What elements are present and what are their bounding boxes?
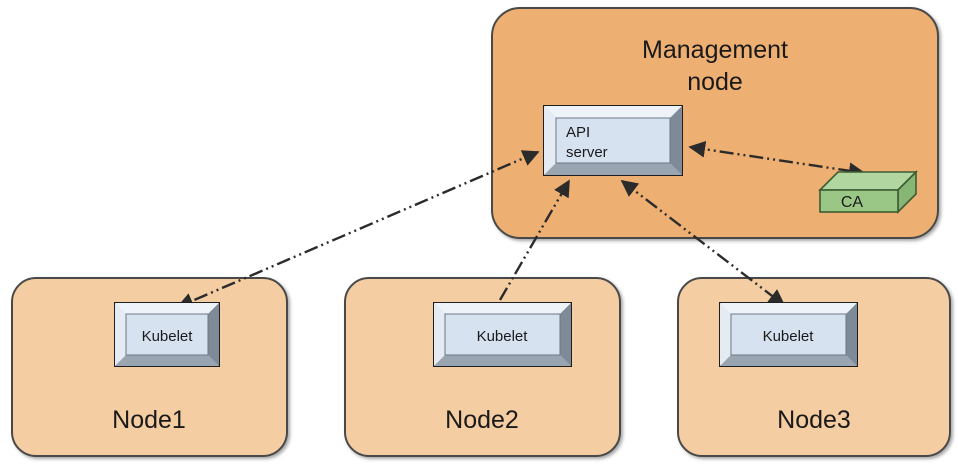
management-node-label-line1: Management	[642, 36, 788, 64]
ca-front-face	[819, 189, 899, 213]
kubelet-node3-bevel-bottom	[720, 355, 857, 366]
kubelet-node2-bevel-left	[434, 303, 445, 366]
kubelet-node3-face	[730, 313, 847, 356]
node1-label: Node1	[112, 406, 186, 434]
kubelet-node2-bevel-bottom	[434, 355, 571, 366]
ca-label: CA	[841, 194, 864, 211]
kubelet-node2-bevel-top	[434, 303, 571, 314]
kubelet-node1-label: Kubelet	[142, 328, 194, 345]
node2-label: Node2	[445, 406, 519, 434]
management-node-label-line2: node	[687, 68, 743, 96]
kubelet-node1-face	[125, 313, 209, 356]
kubelet-node1-bevel-left	[115, 303, 126, 366]
connection-api-to-kubelet-node1[interactable]	[176, 150, 540, 309]
kubelet-node2-label: Kubelet	[477, 328, 529, 345]
node3-label: Node3	[777, 406, 851, 434]
api-server-bevel-right	[670, 106, 682, 175]
api-server-label-line1: API	[566, 124, 590, 141]
kubelet-node3-bevel-top	[720, 303, 857, 314]
management-node-container[interactable]: Management node	[491, 7, 939, 239]
api-server-bevel-top	[544, 106, 682, 118]
api-server-box[interactable]: API server	[543, 105, 683, 176]
kubelet-node2-face	[444, 313, 561, 356]
kubelet-node3-bevel-right	[846, 303, 857, 366]
kubelet-node2-box[interactable]: Kubelet	[433, 302, 572, 367]
connection-kubelet-node2-to-api[interactable]	[498, 179, 571, 301]
ca-cuboid[interactable]: CA	[818, 170, 918, 214]
api-server-bevel-left	[544, 106, 556, 175]
api-server-bevel-bottom	[544, 163, 682, 175]
kubelet-node2-bevel-right	[560, 303, 571, 366]
kubelet-node1-bevel-bottom	[115, 355, 219, 366]
kubelet-node1-bevel-right	[208, 303, 219, 366]
connection-api-to-kubelet-node3[interactable]	[620, 179, 786, 307]
connection-lines	[176, 140, 866, 309]
api-server-label-line2: server	[566, 144, 608, 161]
kubelet-node3-label: Kubelet	[763, 328, 815, 345]
kubelet-node3-bevel-left	[720, 303, 731, 366]
kubelet-node3-box[interactable]: Kubelet	[719, 302, 858, 367]
kubelet-node1-box[interactable]: Kubelet	[114, 302, 220, 367]
api-server-face	[555, 117, 671, 164]
kubelet-node1-bevel-top	[115, 303, 219, 314]
